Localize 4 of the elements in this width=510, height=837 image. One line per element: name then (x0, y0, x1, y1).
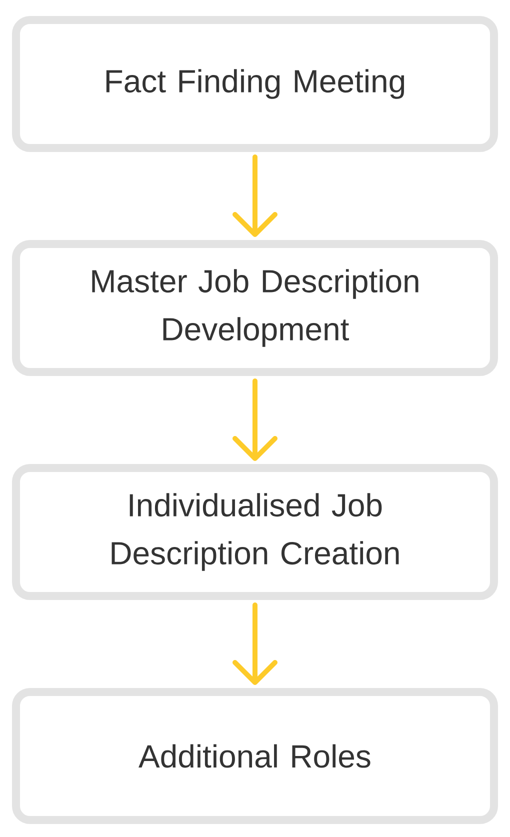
process-box: Fact Finding Meeting (12, 16, 498, 152)
process-box: Additional Roles (12, 688, 498, 824)
process-box: Individualised Job Description Creation (12, 464, 498, 600)
process-box: Master Job Description Development (12, 240, 498, 376)
